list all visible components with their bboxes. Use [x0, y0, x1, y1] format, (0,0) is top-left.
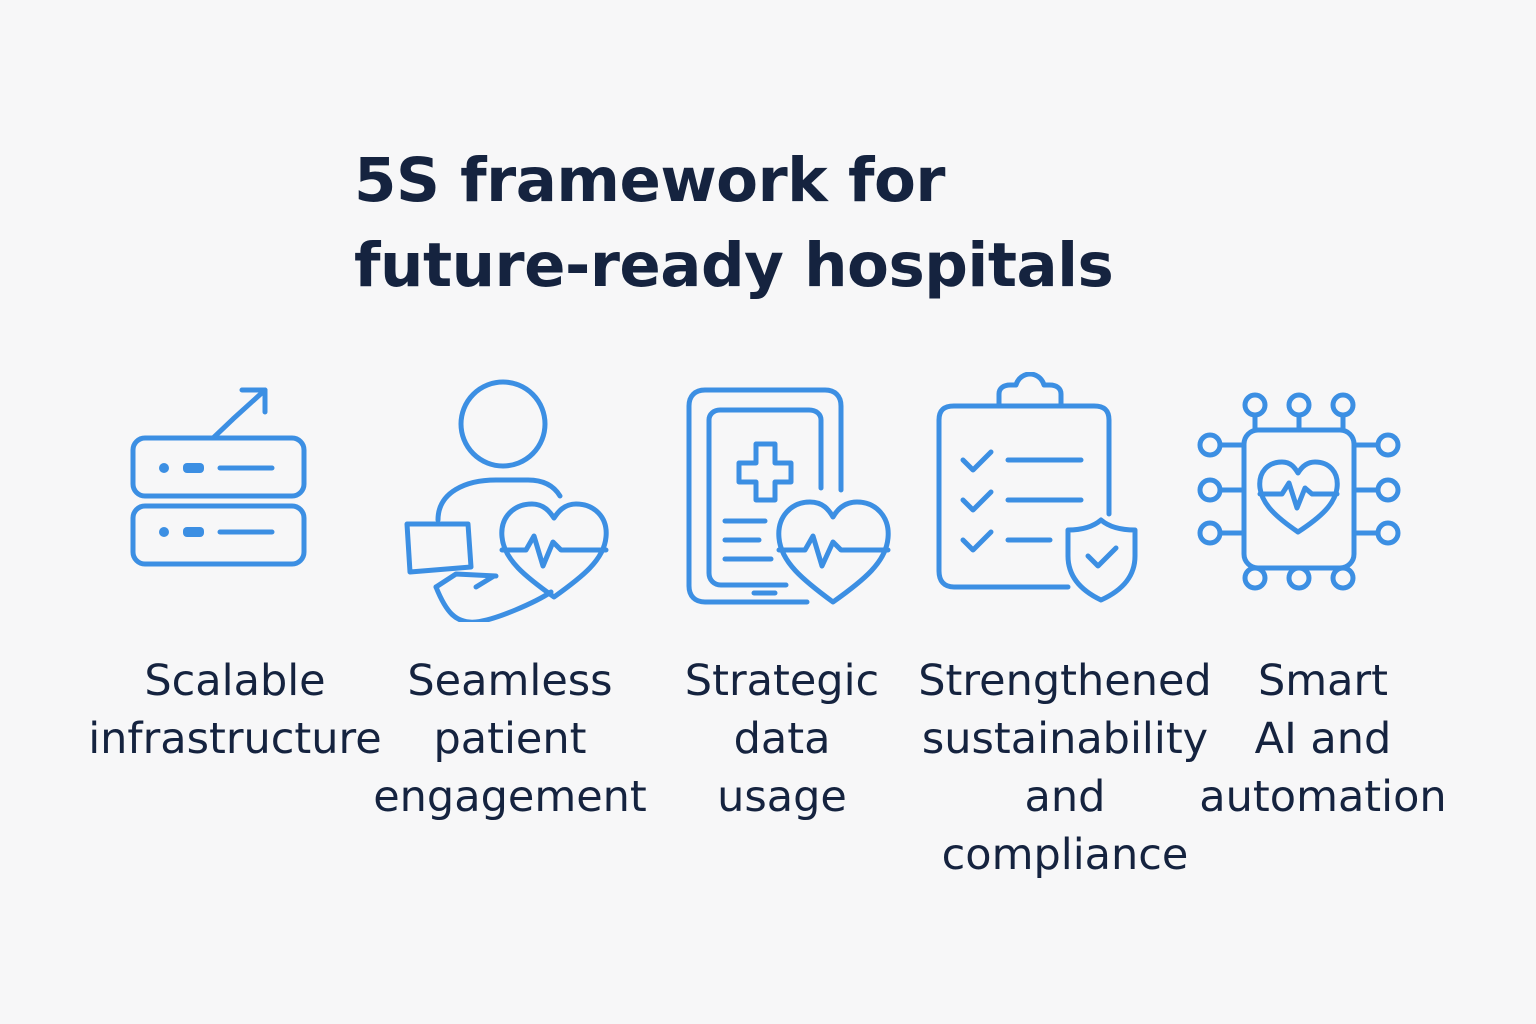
page-title: 5S framework for future-ready hospitals	[354, 138, 1114, 308]
clipboard-checklist-shield-icon	[918, 372, 1188, 622]
pillar-label-strategic-data-usage: Strategic data usage	[684, 656, 880, 822]
ai-chip-heart-icon	[1164, 372, 1434, 622]
title-line-2: future-ready hospitals	[354, 230, 1114, 301]
pillar-label-smart-ai-and-automation: Smart AI and automation	[1199, 656, 1447, 822]
tablet-medical-heart-icon	[647, 372, 917, 622]
pillar-label-strengthened-sustainability-and-compliance: Strengthened sustainability and complian…	[918, 656, 1212, 880]
pillar-label-scalable-infrastructure: Scalable infrastructure	[88, 656, 382, 764]
pillar-label-seamless-patient-engagement: Seamless patient engagement	[373, 656, 647, 822]
person-heart-hand-icon	[376, 372, 646, 622]
title-line-1: 5S framework for	[354, 145, 946, 216]
server-stack-arrow-icon	[90, 372, 360, 622]
